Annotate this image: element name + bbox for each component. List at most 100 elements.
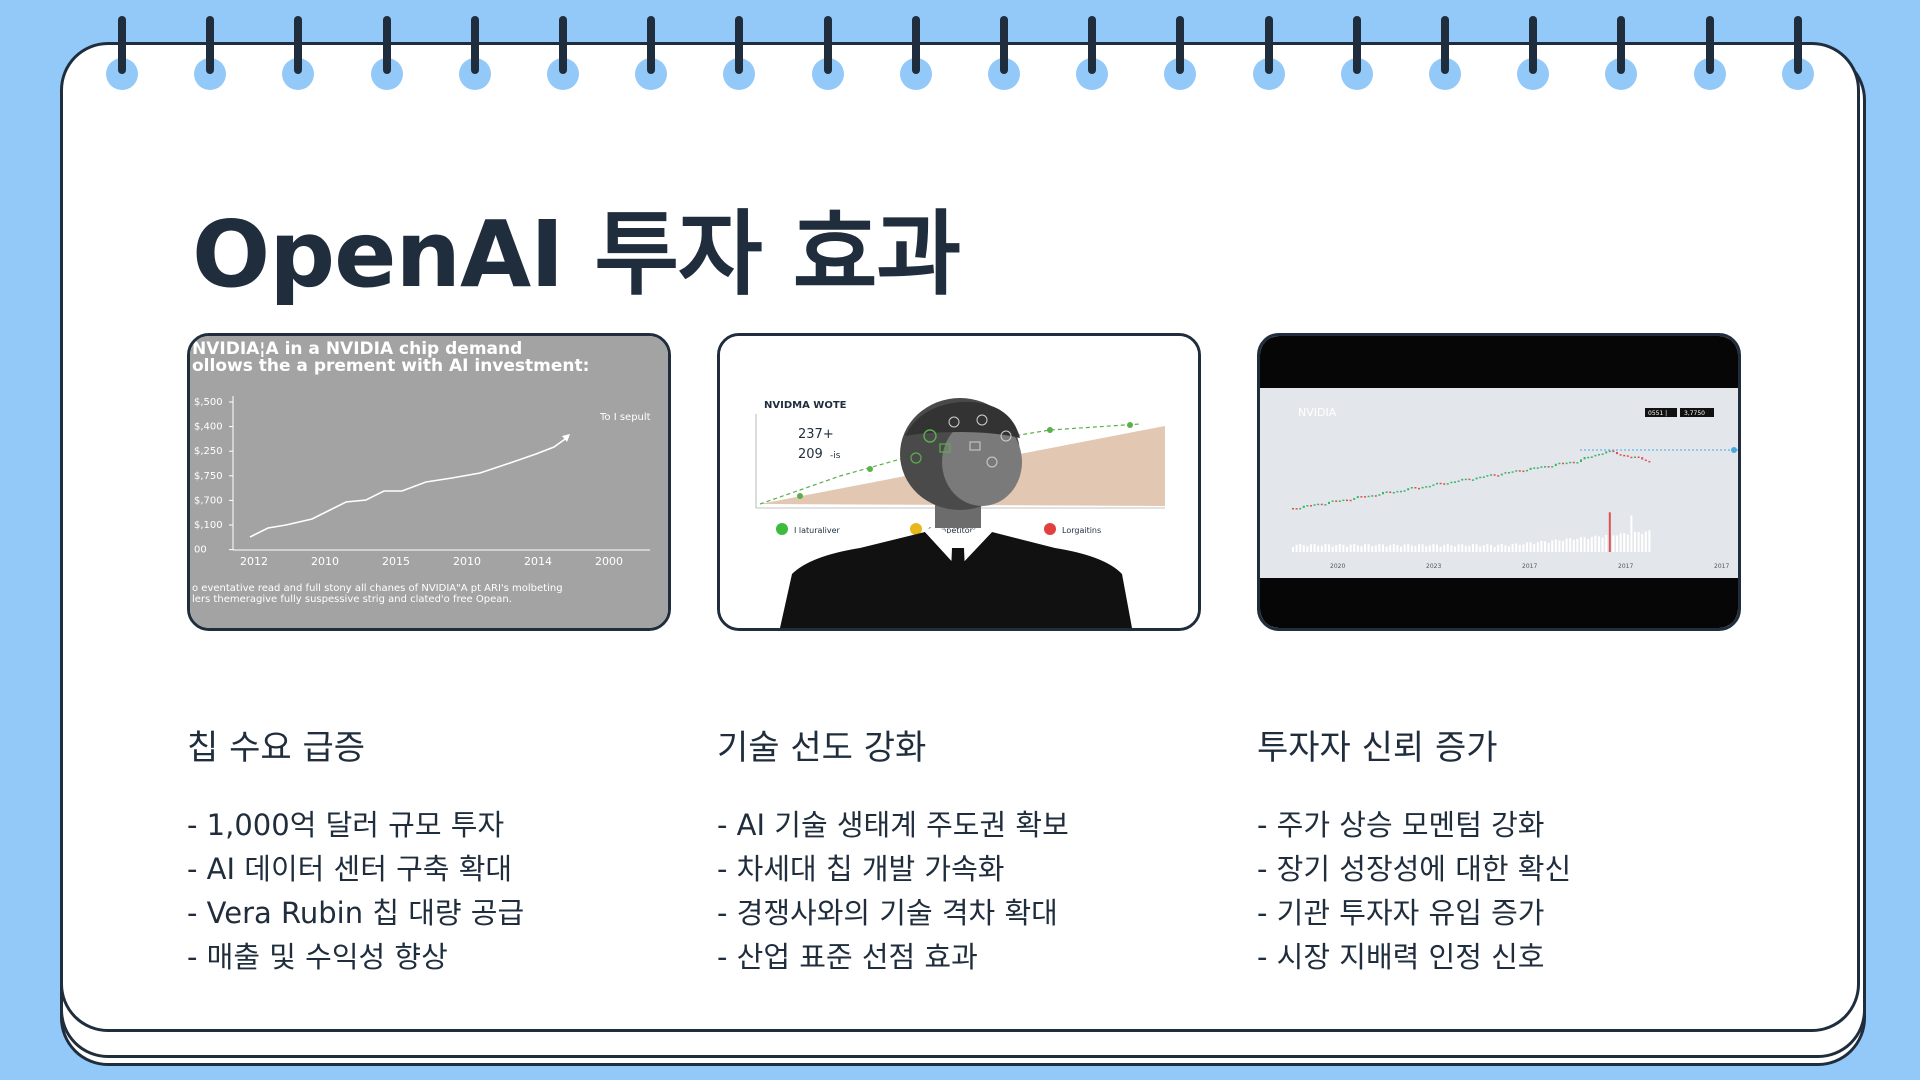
stock-volume-bar [1569, 538, 1572, 552]
stock-candle [1335, 500, 1338, 502]
stock-volume-bar [1630, 515, 1633, 552]
stock-candle [1378, 494, 1381, 496]
stock-candle [1490, 474, 1492, 476]
stock-candle [1641, 457, 1644, 460]
stock-candle [1533, 467, 1536, 469]
spiral-binding [0, 0, 1920, 100]
person-image-stat-1: 237+ [798, 427, 834, 442]
stock-candle [1576, 462, 1579, 464]
binding-ring [811, 0, 844, 90]
stock-candle [1475, 477, 1478, 480]
stock-volume-bar [1580, 537, 1582, 552]
stock-volume-bar [1598, 536, 1600, 552]
column-tech-leadership: 기술 선도 강화 - AI 기술 생태계 주도권 확보 - 차세대 칩 개발 가… [717, 720, 1237, 979]
chart-image-caption-2: lers themeragive fully suspessive strig … [192, 594, 512, 605]
stock-candle [1630, 456, 1633, 459]
stock-volume-bar [1324, 544, 1327, 552]
stock-candle [1497, 475, 1500, 477]
binding-ring [1252, 0, 1285, 90]
chart-image-x-tick: 2012 [240, 555, 268, 568]
stock-volume-bar [1374, 545, 1377, 552]
chart-image: NVIDIA¦A in a NVIDIA chip demand ollows … [187, 333, 671, 631]
stock-candle [1526, 469, 1528, 472]
binding-ring [635, 0, 668, 90]
stock-volume-bar [1425, 546, 1428, 552]
stock-volume-bar [1644, 531, 1647, 552]
stock-volume-bar [1623, 533, 1626, 552]
stock-volume-bar [1587, 538, 1590, 552]
stock-candle [1446, 483, 1449, 485]
person-image-legend-1: I laturaliver [794, 526, 841, 535]
stock-volume-bar [1367, 544, 1370, 552]
stock-candle [1414, 487, 1417, 489]
stock-candle [1292, 508, 1294, 510]
legend-dot-2 [910, 523, 922, 535]
stock-candle [1486, 475, 1489, 477]
binding-ring [988, 0, 1020, 90]
stock-candle [1403, 490, 1406, 492]
stock-volume-bar [1338, 544, 1341, 552]
person-image-legend-3: Lorgaitins [1062, 526, 1101, 535]
stock-volume-bar [1486, 544, 1489, 552]
stock-candle [1342, 499, 1345, 502]
stock-candle [1392, 491, 1395, 494]
column-heading: 기술 선도 강화 [717, 728, 927, 768]
stock-volume-bar [1526, 542, 1528, 552]
stock-volume-bar [1536, 542, 1539, 552]
stock-volume-bar [1626, 534, 1629, 552]
stock-volume-bar [1428, 545, 1431, 552]
stock-volume-bar [1637, 532, 1640, 552]
stock-candle [1648, 460, 1651, 463]
stock-volume-bar [1410, 545, 1413, 552]
stock-volume-bar [1565, 538, 1568, 552]
stock-volume-bar [1439, 546, 1442, 552]
stock-candle [1400, 490, 1402, 493]
stock-candle [1331, 500, 1334, 502]
stock-volume-bar [1529, 542, 1532, 552]
person-image-label: NVIDMA WOTE [764, 400, 847, 411]
stock-candle [1511, 471, 1514, 473]
stock-volume-bar [1320, 545, 1323, 552]
bullet-list: - 1,000억 달러 규모 투자 - AI 데이터 센터 구축 확대 - Ve… [187, 803, 707, 979]
bullet-item: - 경쟁사와의 기술 격차 확대 [717, 896, 1058, 930]
chart-image-y-tick: 00 [194, 545, 207, 556]
stock-volume-bar [1382, 544, 1384, 552]
chart-image-y-tick: $,500 [194, 397, 223, 408]
stock-candle [1562, 462, 1564, 465]
column-heading: 투자자 신뢰 증가 [1257, 728, 1498, 768]
person-image-legend-2: Competitors [928, 526, 977, 535]
person-image-stat-2: 209 [798, 447, 823, 462]
stock-volume-bar [1601, 537, 1604, 552]
stock-candle [1328, 501, 1330, 505]
stock-volume-bar [1504, 545, 1507, 552]
column-investor-confidence: 투자자 신뢰 증가 - 주가 상승 모멘텀 강화 - 장기 성장성에 대한 확신… [1257, 720, 1777, 979]
stock-candle [1436, 482, 1438, 485]
stock-volume-bar [1457, 544, 1460, 552]
stock-candle [1295, 508, 1298, 510]
stock-candle [1569, 461, 1572, 464]
stock-volume-bar [1648, 530, 1651, 552]
stock-volume-bar [1335, 545, 1338, 552]
binding-ring [1693, 0, 1726, 90]
stock-candle [1360, 496, 1363, 498]
stock-volume-bar [1475, 544, 1478, 552]
stock-candle [1580, 459, 1582, 463]
stock-candle [1605, 451, 1608, 454]
bullet-item: - 기관 투자자 유입 증가 [1257, 896, 1545, 930]
stock-volume-bar [1328, 544, 1330, 552]
bullet-item: - Vera Rubin 칩 대량 공급 [187, 896, 525, 930]
binding-ring [458, 0, 491, 90]
stock-candle [1371, 495, 1374, 497]
stock-image-x-tick: 2020 [1330, 563, 1345, 570]
stock-volume-bar [1500, 544, 1503, 552]
stock-volume-bar [1508, 546, 1510, 552]
stock-volume-bar [1544, 541, 1546, 552]
stock-volume-bar [1331, 546, 1334, 552]
stock-image-x-tick: 2017 [1714, 563, 1729, 570]
stock-volume-bar [1306, 546, 1309, 552]
bullet-item: - 장기 성장성에 대한 확신 [1257, 852, 1572, 886]
stock-candle [1299, 507, 1302, 510]
stock-volume-bar [1547, 542, 1550, 552]
stock-volume-bar [1389, 544, 1392, 552]
stock-volume-bar [1450, 545, 1453, 552]
